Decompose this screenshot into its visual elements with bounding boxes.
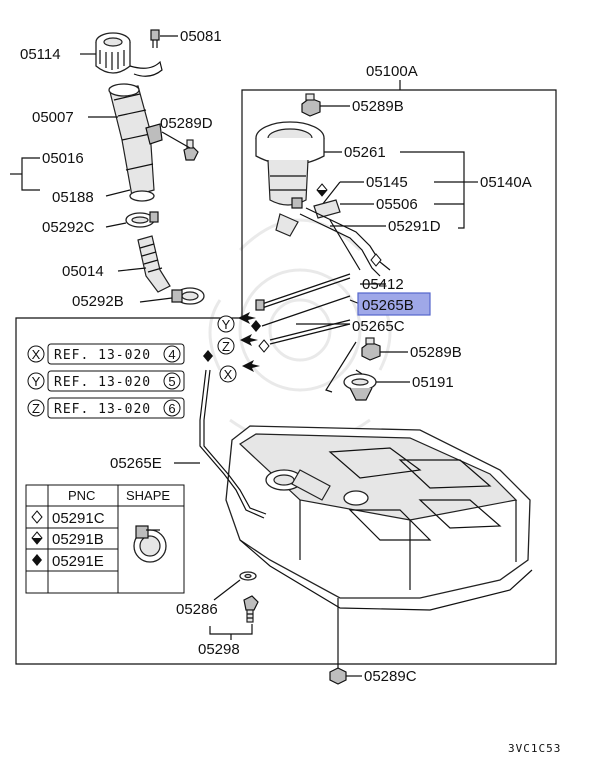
washer-05286[interactable]	[239, 571, 257, 581]
filler-neck[interactable]	[108, 83, 163, 202]
svg-text:5: 5	[168, 374, 175, 389]
connector-05412[interactable]	[255, 299, 265, 311]
ref-box-y[interactable]: Y REF. 13-020 5	[27, 370, 185, 392]
nut-05289b-top[interactable]	[301, 93, 321, 117]
ref-box-z[interactable]: Z REF. 13-020 6	[27, 397, 185, 419]
pnc-shape-table: PNC SHAPE 05291C 05291B 05291E	[25, 484, 185, 594]
svg-text:Y: Y	[222, 317, 231, 332]
hose-clamp-05292c[interactable]	[125, 211, 159, 228]
arrow-x[interactable]: X	[219, 360, 260, 383]
clamp-shape-icon	[133, 525, 167, 563]
label-05506: 05506	[376, 196, 418, 213]
fuel-pump-module[interactable]	[255, 121, 325, 237]
table-header-shape: SHAPE	[126, 488, 170, 503]
bolt-05289c[interactable]	[329, 667, 347, 685]
ref-box-x[interactable]: X REF. 13-020 4	[27, 343, 185, 365]
label-05292C: 05292C	[42, 219, 95, 236]
bolt-05289d[interactable]	[183, 139, 199, 161]
fuel-tank[interactable]	[225, 425, 533, 611]
label-05145: 05145	[366, 174, 408, 191]
label-05265E: 05265E	[110, 455, 162, 472]
hose-clamp-05292b[interactable]	[171, 287, 205, 305]
table-row-pnc-2: 05291B	[52, 531, 104, 548]
label-05289D: 05289D	[160, 115, 213, 132]
diamond-outline-a	[370, 253, 382, 267]
label-05265B[interactable]: 05265B	[362, 297, 414, 314]
svg-text:REF. 13-020: REF. 13-020	[54, 402, 151, 417]
label-05289B-mid: 05289B	[410, 344, 462, 361]
label-05286: 05286	[176, 601, 218, 618]
svg-text:X: X	[224, 367, 233, 382]
arrow-y[interactable]: Y	[217, 312, 256, 333]
table-header-pnc: PNC	[68, 488, 95, 503]
label-05014: 05014	[62, 263, 104, 280]
svg-text:X: X	[32, 347, 41, 362]
label-05188: 05188	[52, 189, 94, 206]
label-05016: 05016	[42, 150, 84, 167]
label-05412: 05412	[362, 276, 404, 293]
hose-05014[interactable]	[137, 235, 171, 293]
svg-text:REF. 13-020: REF. 13-020	[54, 348, 151, 363]
label-05007: 05007	[32, 109, 74, 126]
symbol-diamond-outline	[31, 510, 43, 524]
label-05265C: 05265C	[352, 318, 405, 335]
diamond-outline-b	[258, 339, 270, 353]
table-row-pnc-1: 05291C	[52, 510, 105, 527]
label-05100A: 05100A	[366, 63, 418, 80]
label-05261: 05261	[344, 144, 386, 161]
nut-05289b-mid[interactable]	[361, 337, 381, 361]
label-05292B: 05292B	[72, 293, 124, 310]
svg-text:6: 6	[168, 401, 175, 416]
label-05298: 05298	[198, 641, 240, 658]
label-05291D: 05291D	[388, 218, 441, 235]
label-05289B-top: 05289B	[352, 98, 404, 115]
svg-text:REF. 13-020: REF. 13-020	[54, 375, 151, 390]
svg-text:Z: Z	[222, 339, 230, 354]
label-05081: 05081	[180, 28, 222, 45]
cap-tether	[129, 60, 163, 77]
svg-text:Z: Z	[32, 401, 40, 416]
svg-text:Y: Y	[32, 374, 41, 389]
table-row-pnc-3: 05291E	[52, 553, 104, 570]
svg-text:4: 4	[168, 347, 175, 362]
fuel-cap[interactable]	[95, 32, 131, 74]
screw-05081[interactable]	[150, 29, 160, 48]
assembly-frame	[15, 89, 557, 665]
bracket-05016-05188	[21, 157, 40, 191]
bracket-05140a	[400, 151, 465, 229]
bolt-05298[interactable]	[243, 595, 259, 623]
diamond-filled-a	[203, 350, 213, 362]
hose-05265e[interactable]	[199, 369, 265, 519]
symbol-diamond-filled	[32, 554, 42, 566]
label-05191: 05191	[412, 374, 454, 391]
fuel-lines[interactable]	[299, 207, 391, 277]
diamond-filled-b	[251, 320, 261, 332]
label-05140A: 05140A	[480, 174, 532, 191]
arrow-z[interactable]: Z	[217, 334, 258, 355]
hose-05506[interactable]	[313, 199, 341, 219]
label-05114: 05114	[20, 46, 61, 63]
highlight-05265B	[357, 292, 431, 316]
label-05289C: 05289C	[364, 668, 417, 685]
sender-unit-05191[interactable]	[343, 369, 377, 401]
diagram-code: 3VC1C53	[508, 742, 561, 755]
